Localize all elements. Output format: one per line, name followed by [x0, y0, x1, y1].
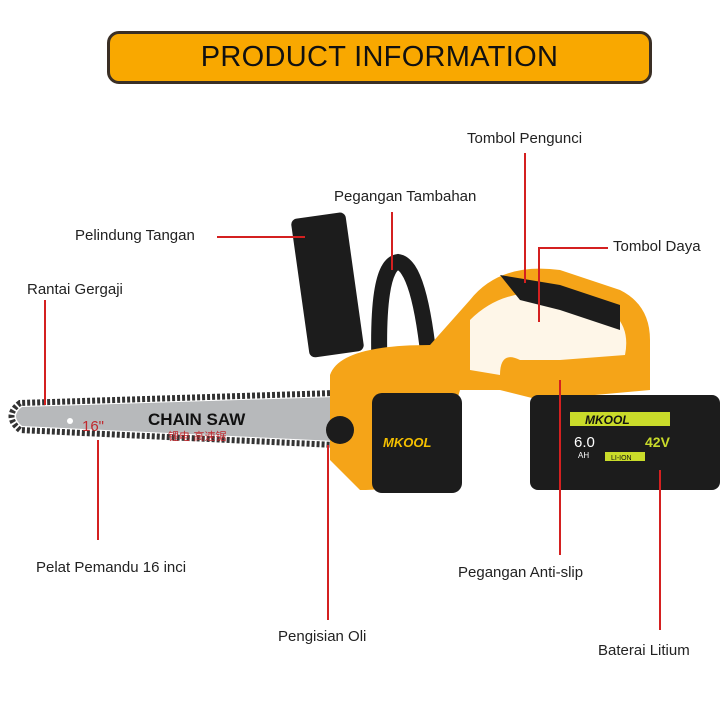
label-saw-chain: Rantai Gergaji: [27, 281, 123, 298]
extra-handle: [371, 253, 438, 381]
label-lithium-battery: Baterai Litium: [598, 642, 690, 659]
label-power-button: Tombol Daya: [613, 238, 701, 255]
battery-voltage: 42V: [645, 434, 671, 450]
leader-line-power-button-v: [538, 247, 540, 322]
label-anti-slip-handle: Pegangan Anti-slip: [458, 564, 584, 581]
bar-rivet: [67, 418, 73, 424]
hand-guard: [291, 212, 364, 358]
leader-line-lock-button: [524, 153, 526, 283]
leader-line-power-button-h: [538, 247, 608, 249]
leader-line-lithium-battery: [659, 470, 661, 630]
leader-line-extra-handle: [391, 212, 393, 270]
battery-type-band: [605, 452, 645, 461]
lock-button: [519, 282, 531, 294]
saw-chain: [8, 389, 338, 449]
guide-bar: [16, 397, 335, 441]
bar-text: CHAIN SAW: [148, 410, 246, 429]
leader-line-hand-guard: [217, 236, 305, 238]
battery-label-band: [570, 412, 670, 426]
bar-text-cn: 锂电 高速锯: [168, 429, 227, 443]
bar-size: 16": [82, 418, 104, 435]
leader-line-anti-slip-handle: [559, 380, 561, 555]
label-lock-button: Tombol Pengunci: [467, 130, 583, 147]
label-guide-bar: Pelat Pemandu 16 inci: [36, 559, 187, 576]
battery-capacity: 6.0: [574, 434, 595, 451]
label-hand-guard: Pelindung Tangan: [75, 227, 195, 244]
leader-line-saw-chain: [44, 300, 46, 405]
label-oil-filler: Pengisian Oli: [278, 628, 367, 645]
motor-cover: [372, 393, 462, 493]
battery-unit: AH: [578, 451, 589, 460]
battery-type: LI-ION: [611, 455, 632, 462]
label-extra-handle: Pegangan Tambahan: [334, 188, 477, 205]
oil-cap: [326, 416, 354, 444]
leader-line-oil-filler: [327, 445, 329, 620]
product-info-banner: PRODUCT INFORMATION: [107, 31, 652, 84]
battery-brand: MKOOL: [585, 413, 630, 427]
leader-line-guide-bar: [97, 440, 99, 540]
brand-logo: MKOOL: [383, 435, 431, 450]
